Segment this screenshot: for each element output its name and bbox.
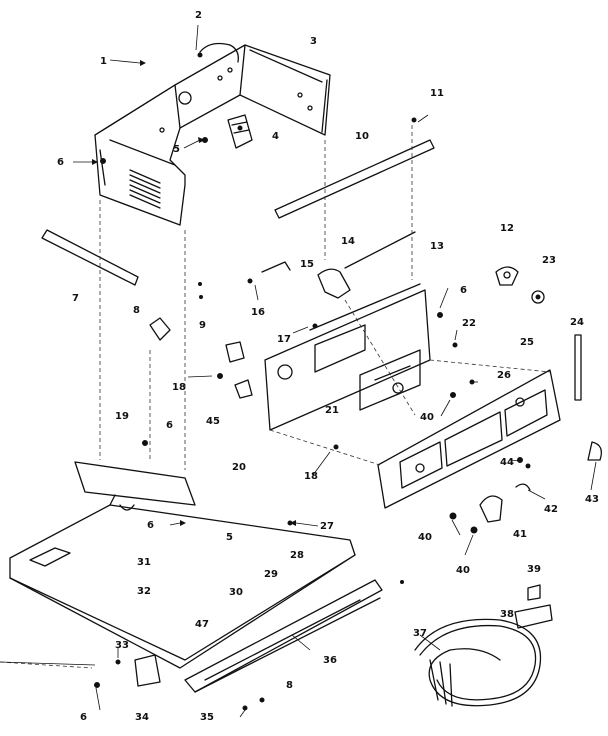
callout-32: 32 [137,586,151,597]
callouts: 1 2 3 4 5 6 7 8 9 10 11 12 13 14 15 16 1… [57,10,599,723]
callout-17: 17 [277,334,291,345]
callout-36: 36 [323,655,337,666]
callout-16: 16 [251,307,265,318]
callout-14: 14 [341,236,355,247]
control-panel [261,231,431,431]
callout-1: 1 [100,56,107,67]
callout-37: 37 [413,628,427,639]
callout-6c: 6 [147,520,154,531]
callout-13: 13 [430,241,444,252]
callout-8a: 8 [133,305,140,316]
callout-9: 9 [199,320,206,331]
callout-33: 33 [115,640,129,651]
callout-7: 7 [72,293,79,304]
callout-5b: 5 [226,532,233,543]
callout-18a: 18 [172,382,186,393]
alignment-lines [0,125,551,669]
callout-29: 29 [264,569,278,580]
callout-26: 26 [497,370,511,381]
callout-22: 22 [462,318,476,329]
callout-6a: 6 [57,157,64,168]
callout-24: 24 [570,317,584,328]
callout-31: 31 [137,557,151,568]
callout-45: 45 [206,416,220,427]
callout-40b: 40 [418,532,432,543]
callout-6e: 6 [460,285,467,296]
knobs [479,266,603,523]
callout-11: 11 [430,88,444,99]
callout-2: 2 [195,10,202,21]
callout-43: 43 [585,494,599,505]
callout-38: 38 [500,609,514,620]
callout-28: 28 [290,550,304,561]
callout-20: 20 [232,462,246,473]
callout-44: 44 [500,457,514,468]
callout-6b: 6 [166,420,173,431]
callout-8b: 8 [286,680,293,691]
callout-25: 25 [520,337,534,348]
callout-21: 21 [325,405,339,416]
callout-40a: 40 [420,412,434,423]
callout-40c: 40 [456,565,470,576]
callout-12: 12 [500,223,514,234]
callout-19: 19 [115,411,129,422]
cabinet-chassis [94,42,331,226]
strip-24 [574,334,582,401]
base-plate [9,461,356,669]
rail-36 [184,579,383,693]
callout-30: 30 [229,587,243,598]
callout-3: 3 [310,36,317,47]
callout-47: 47 [195,619,209,630]
callout-23: 23 [542,255,556,266]
callout-18b: 18 [304,471,318,482]
callout-35: 35 [200,712,214,723]
front-panel-25 [377,369,561,509]
callout-6d: 6 [80,712,87,723]
callout-5a: 5 [173,144,180,155]
rod-7 [41,229,139,286]
leader-lines [0,24,597,718]
callout-41: 41 [513,529,527,540]
callout-39: 39 [527,564,541,575]
power-cord-37 [414,618,542,707]
rail-10 [274,139,435,219]
callout-34: 34 [135,712,149,723]
callout-27: 27 [320,521,334,532]
callout-10: 10 [355,131,369,142]
callout-4: 4 [272,131,279,142]
callout-15: 15 [300,259,314,270]
callout-42: 42 [544,504,558,515]
